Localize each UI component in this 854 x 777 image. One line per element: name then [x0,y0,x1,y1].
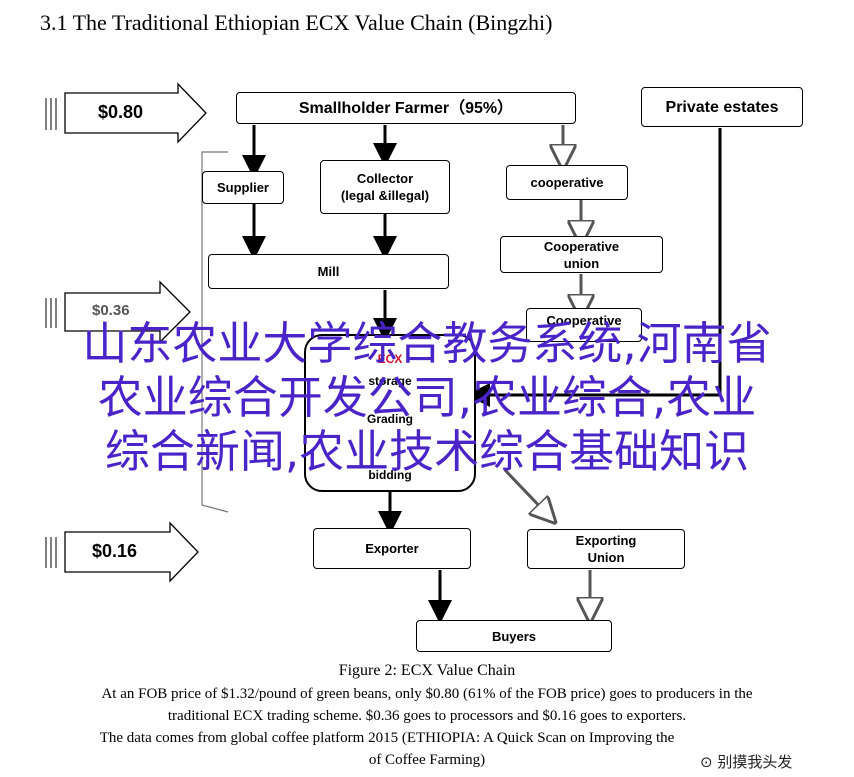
watermark-label: ⊙ 别摸我头发 [700,753,793,771]
overlay-text-line-1: 山东农业大学综合教务系统,河南省 [82,317,772,370]
node-mill: Mill [208,254,449,289]
overlay-text-line-3: 综合新闻,农业技术综合基础知识 [104,425,750,478]
price-label-farmers: $0.80 [98,102,144,122]
figure-caption-title: Figure 2: ECX Value Chain [338,662,516,679]
node-cooperative: cooperative [506,165,628,200]
page-title: 3.1 The Traditional Ethiopian ECX Value … [40,10,553,35]
figure-caption-line-4: of Coffee Farming) [368,752,486,768]
hub-label-storage: storage [368,374,412,388]
price-label-processors: $0.36 [92,302,130,319]
node-cooperative-union: Cooperative union [500,236,663,273]
hub-label-grading: Grading [366,412,413,426]
node-cooperative-partial: Cooperative [526,308,642,342]
node-private-estates: Private estates [641,87,803,127]
node-ecx-hub [304,334,476,492]
figure-caption-line-1: At an FOB price of $1.32/pound of green … [101,686,753,702]
figure-caption-line-3: The data comes from global coffee platfo… [99,730,675,746]
node-buyers: Buyers [416,620,612,652]
hub-label-bidding: bidding [368,468,412,482]
node-exporter: Exporter [313,528,471,569]
figure-caption-line-2: traditional ECX trading scheme. $0.36 go… [167,708,687,724]
node-supplier: Supplier [202,171,284,204]
price-arrow-exporters [45,521,199,583]
node-smallholder-farmer: Smallholder Farmer（95%） [236,92,576,124]
price-arrow-processors [45,280,191,344]
price-label-exporters: $0.16 [92,541,138,561]
hub-label-ecx: ECX [377,352,403,366]
node-collector: Collector (legal &illegal) [320,160,450,214]
node-exporting-union: Exporting Union [527,529,685,569]
price-arrow-farmers [45,82,207,144]
processor-bracket [201,151,229,513]
overlay-text-line-2: 农业综合开发公司,农业综合,农业 [97,371,757,424]
